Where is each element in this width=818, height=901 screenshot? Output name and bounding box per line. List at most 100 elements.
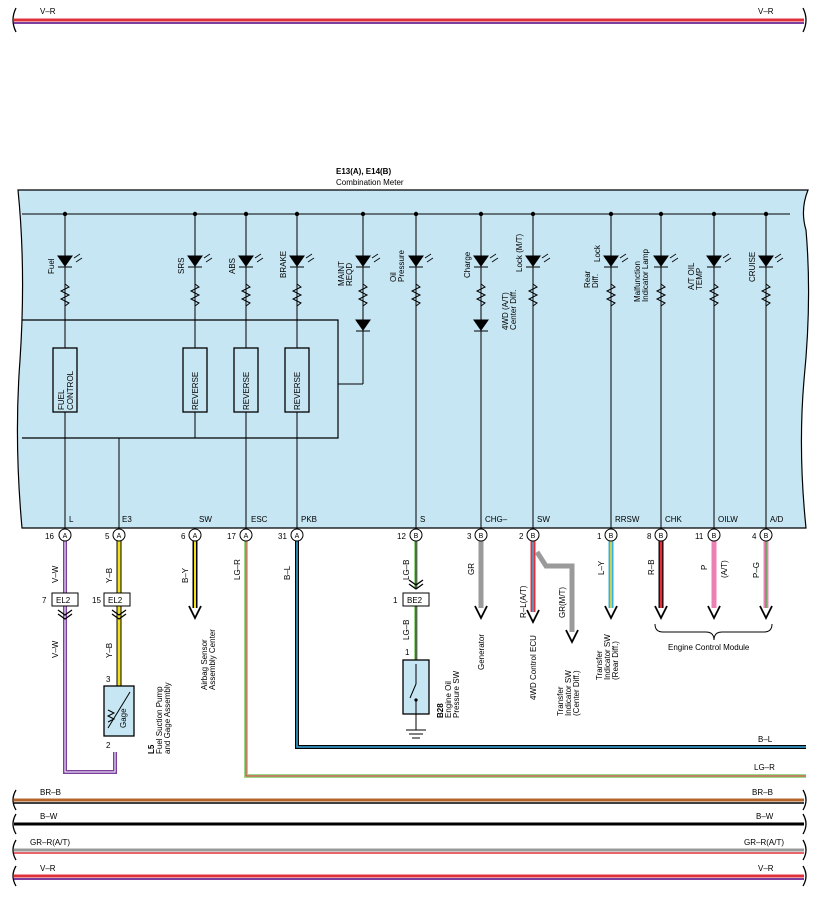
svg-text:11: 11 — [695, 532, 704, 541]
svg-text:Engine Control Module: Engine Control Module — [668, 643, 750, 652]
svg-text:B–W: B–W — [40, 812, 58, 821]
svg-text:OILW: OILW — [718, 515, 738, 524]
external-wires — [63, 541, 806, 778]
svg-text:B: B — [764, 533, 769, 540]
4wd-label-2: Center Diff. — [509, 290, 518, 330]
svg-text:P–G: P–G — [752, 562, 761, 578]
svg-text:E3: E3 — [122, 515, 132, 524]
svg-text:15: 15 — [92, 596, 101, 605]
svg-text:Y–B: Y–B — [105, 568, 114, 583]
svg-text:B: B — [609, 533, 614, 540]
el2-connector: EL2 EL2 7 15 — [42, 592, 131, 620]
svg-text:R–L(A/T): R–L(A/T) — [519, 585, 528, 618]
svg-text:PKB: PKB — [301, 515, 317, 524]
svg-text:REVERSE: REVERSE — [191, 372, 200, 410]
svg-text:(Center Diff.): (Center Diff.) — [572, 670, 581, 716]
gage-label: Gage — [119, 708, 128, 728]
top-harness-v-r: V–R V–R — [12, 7, 807, 33]
svg-text:B28: B28 — [436, 703, 445, 718]
arrow-heads — [188, 605, 773, 645]
svg-text:B: B — [414, 533, 419, 540]
indicator-labels: Fuel SRS ABS BRAKE MAINT REQD Oil Pressu… — [47, 233, 757, 330]
svg-text:7: 7 — [42, 596, 47, 605]
reverse-frame — [22, 319, 339, 439]
svg-text:V–R: V–R — [758, 864, 774, 873]
svg-text:SW: SW — [199, 515, 212, 524]
svg-text:6: 6 — [181, 532, 186, 541]
charge-label: Charge — [463, 251, 472, 278]
svg-text:RRSW: RRSW — [615, 515, 640, 524]
svg-text:GR(M/T): GR(M/T) — [558, 587, 567, 618]
svg-text:BR–B: BR–B — [752, 788, 773, 797]
svg-text:A: A — [117, 533, 122, 540]
svg-text:2: 2 — [106, 741, 111, 750]
indicator-columns — [57, 211, 784, 528]
svg-text:B–L: B–L — [283, 565, 292, 580]
svg-text:Generator: Generator — [477, 634, 486, 670]
oil-label-2: Pressure — [397, 249, 406, 282]
rear-diff-label-3: Lock — [593, 244, 602, 262]
svg-text:1: 1 — [405, 648, 410, 657]
svg-text:Pressure SW: Pressure SW — [452, 670, 461, 718]
abs-reverse-block: REVERSE — [233, 347, 259, 413]
svg-text:4WD Control ECU: 4WD Control ECU — [529, 635, 538, 700]
svg-text:Assembly Center: Assembly Center — [208, 629, 217, 690]
svg-text:GR–R(A/T): GR–R(A/T) — [30, 838, 70, 847]
svg-text:Transfer: Transfer — [556, 686, 565, 716]
maint-label-1: MAINT — [337, 261, 346, 286]
svg-text:BR–B: BR–B — [40, 788, 61, 797]
svg-text:B: B — [479, 533, 484, 540]
wire-labels: V–W V–W Y–B Y–B B–Y LG–R B–L LG–B LG–B G… — [51, 559, 761, 658]
terminal-labels: L E3 SW ESC PKB S CHG– SW RRSW CHK OILW … — [69, 515, 784, 524]
svg-text:B: B — [531, 533, 536, 540]
svg-text:A/D: A/D — [770, 515, 784, 524]
svg-text:L5: L5 — [147, 744, 156, 754]
svg-text:Transfer: Transfer — [595, 650, 604, 680]
abs-label: ABS — [228, 258, 237, 274]
svg-text:1: 1 — [597, 532, 602, 541]
svg-text:B–W: B–W — [756, 812, 774, 821]
cruise-label: CRUISE — [748, 252, 757, 282]
srs-reverse-block: REVERSE — [182, 347, 208, 413]
svg-text:Indicator SW: Indicator SW — [564, 670, 573, 716]
svg-text:A: A — [244, 533, 249, 540]
svg-text:LG–R: LG–R — [233, 559, 242, 580]
svg-text:V–W: V–W — [51, 565, 60, 583]
svg-text:17: 17 — [227, 532, 236, 541]
svg-text:(A/T): (A/T) — [720, 560, 729, 578]
svg-text:A: A — [193, 533, 198, 540]
svg-text:EL2: EL2 — [56, 596, 71, 605]
b28-oil-pressure-switch: B28 Engine Oil Pressure SW — [402, 659, 461, 739]
svg-text:L: L — [69, 515, 74, 524]
svg-text:A: A — [63, 533, 68, 540]
svg-text:3: 3 — [106, 675, 111, 684]
svg-text:L–Y: L–Y — [597, 560, 606, 575]
bottom-harnesses: BR–B BR–B B–W B–W GR–R(A/T) GR–R(A/T) V–… — [12, 788, 807, 887]
at-oil-label-1: A/T OIL — [687, 262, 696, 290]
svg-text:S: S — [420, 515, 425, 524]
pin-markers: A A A A A B B B B B B B 16 5 6 17 31 12 … — [45, 528, 773, 542]
4wd-label-3: Lock (M/T) — [515, 233, 524, 272]
meter-title: E13(A), E14(B) — [336, 167, 391, 176]
srs-label: SRS — [177, 258, 186, 274]
svg-text:Y–B: Y–B — [105, 643, 114, 658]
svg-text:CHG–: CHG– — [485, 515, 508, 524]
svg-text:12: 12 — [397, 532, 406, 541]
svg-text:and Gage Assembly: and Gage Assembly — [163, 682, 172, 754]
be2-connector: BE2 1 1 — [393, 579, 430, 657]
svg-text:BE2: BE2 — [407, 596, 423, 605]
lgr-right-label: LG–R — [754, 763, 775, 772]
l5-gage: Gage 3 2 L5 Fuel Suction Pump and Gage A… — [103, 675, 172, 754]
fuel-control-block: FUEL CONTROL — [52, 347, 78, 413]
svg-text:Fuel Suction Pump: Fuel Suction Pump — [155, 686, 164, 754]
svg-text:REVERSE: REVERSE — [242, 372, 251, 410]
svg-text:V–W: V–W — [51, 640, 60, 658]
svg-text:R–B: R–B — [647, 559, 656, 575]
oil-label-1: Oil — [389, 272, 398, 282]
svg-text:GR: GR — [467, 563, 476, 575]
maint-label-2: REQD — [345, 263, 354, 286]
svg-text:FUEL: FUEL — [57, 389, 66, 410]
svg-text:V–R: V–R — [40, 864, 56, 873]
svg-text:EL2: EL2 — [108, 596, 123, 605]
